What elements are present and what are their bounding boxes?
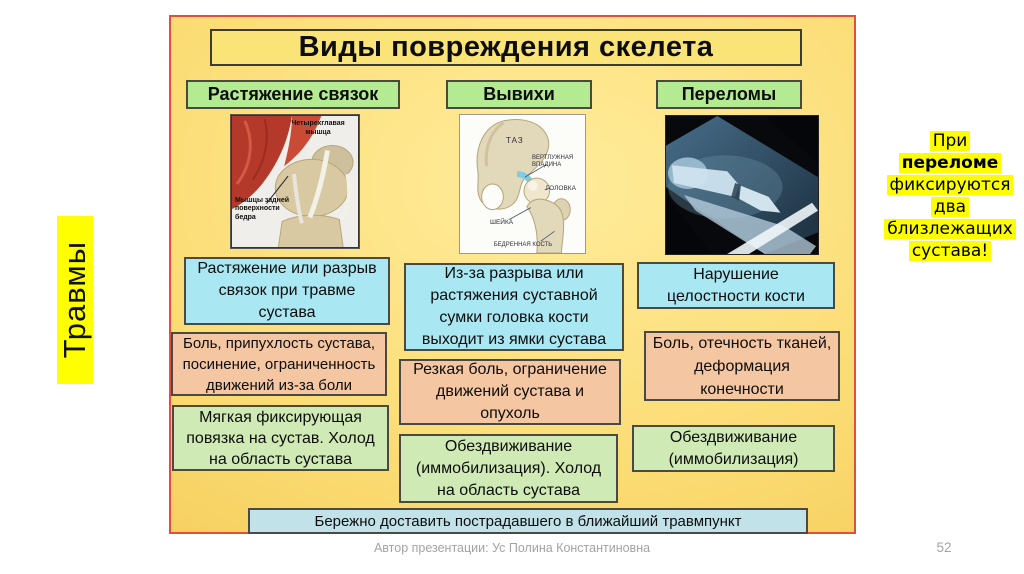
image-label-head: ГОЛОВКА [546,185,576,192]
knee-anatomy-image: Четырехглавая мышца Мышцы задней поверхн… [230,114,360,249]
column-header-dislocations: Вывихи [446,80,592,109]
dislocation-description-box: Из-за разрыва или растяжения суставной с… [404,263,624,351]
note-line: фиксируются [878,174,1022,196]
image-label-quadriceps: Четырехглавая мышца [291,120,345,136]
fracture-xray-art [666,116,818,254]
slide-panel: Виды повреждения скелета Растяжение связ… [169,15,856,534]
page-title-text: Виды повреждения скелета [298,31,714,63]
note-line: переломе [878,152,1022,174]
fracture-description-box: Нарушение целостности кости [637,262,835,309]
note-line: два [878,196,1022,218]
footer-author: Автор презентации: Ус Полина Константино… [373,541,651,555]
image-label-acetabulum: ВЕРТЛУЖНАЯ ВПАДИНА [532,155,574,168]
image-label-neck: ШЕЙКА [490,219,514,226]
fracture-xray-image [665,115,819,255]
column-header-sprains: Растяжение связок [186,80,400,109]
page-number: 52 [936,540,952,555]
image-label-pelvis: ТАЗ [506,136,524,145]
dislocation-symptoms-box: Резкая боль, ограничение движений сустав… [399,359,621,425]
fracture-first-aid-box: Обездвиживание (иммобилизация) [632,425,835,472]
page-title: Виды повреждения скелета [210,29,802,66]
sprain-symptoms-box: Боль, припухлость сустава, посинение, ог… [171,332,387,396]
image-label-hamstrings: Мышцы задней поверхности бедра [235,196,290,221]
sprain-description-box: Растяжение или разрыв связок при травме … [184,257,390,325]
sprain-first-aid-box: Мягкая фиксирующая повязка на сустав. Хо… [172,405,389,471]
hip-joint-image: ТАЗ ВЕРТЛУЖНАЯ ВПАДИНА ГОЛОВКА ШЕЙКА БЕД… [459,114,586,254]
dislocation-first-aid-box: Обездвиживание (иммобилизация). Холод на… [399,434,618,503]
note-line: близлежащих [878,218,1022,240]
fracture-note: При переломе фиксируются два близлежащих… [878,130,1022,262]
column-header-fractures: Переломы [656,80,802,109]
hip-joint-art [460,115,585,253]
image-label-femur: БЕДРЕННАЯ КОСТЬ [493,242,553,248]
transport-banner: Бережно доставить пострадавшего в ближай… [248,508,808,534]
note-line: При [878,130,1022,152]
knee-anatomy-art [231,115,359,248]
note-line: сустава! [878,240,1022,262]
side-tab-label: Травмы [57,241,92,359]
side-tab-travmy: Травмы [57,216,93,384]
fracture-symptoms-box: Боль, отечность тканей, деформация конеч… [644,331,840,401]
